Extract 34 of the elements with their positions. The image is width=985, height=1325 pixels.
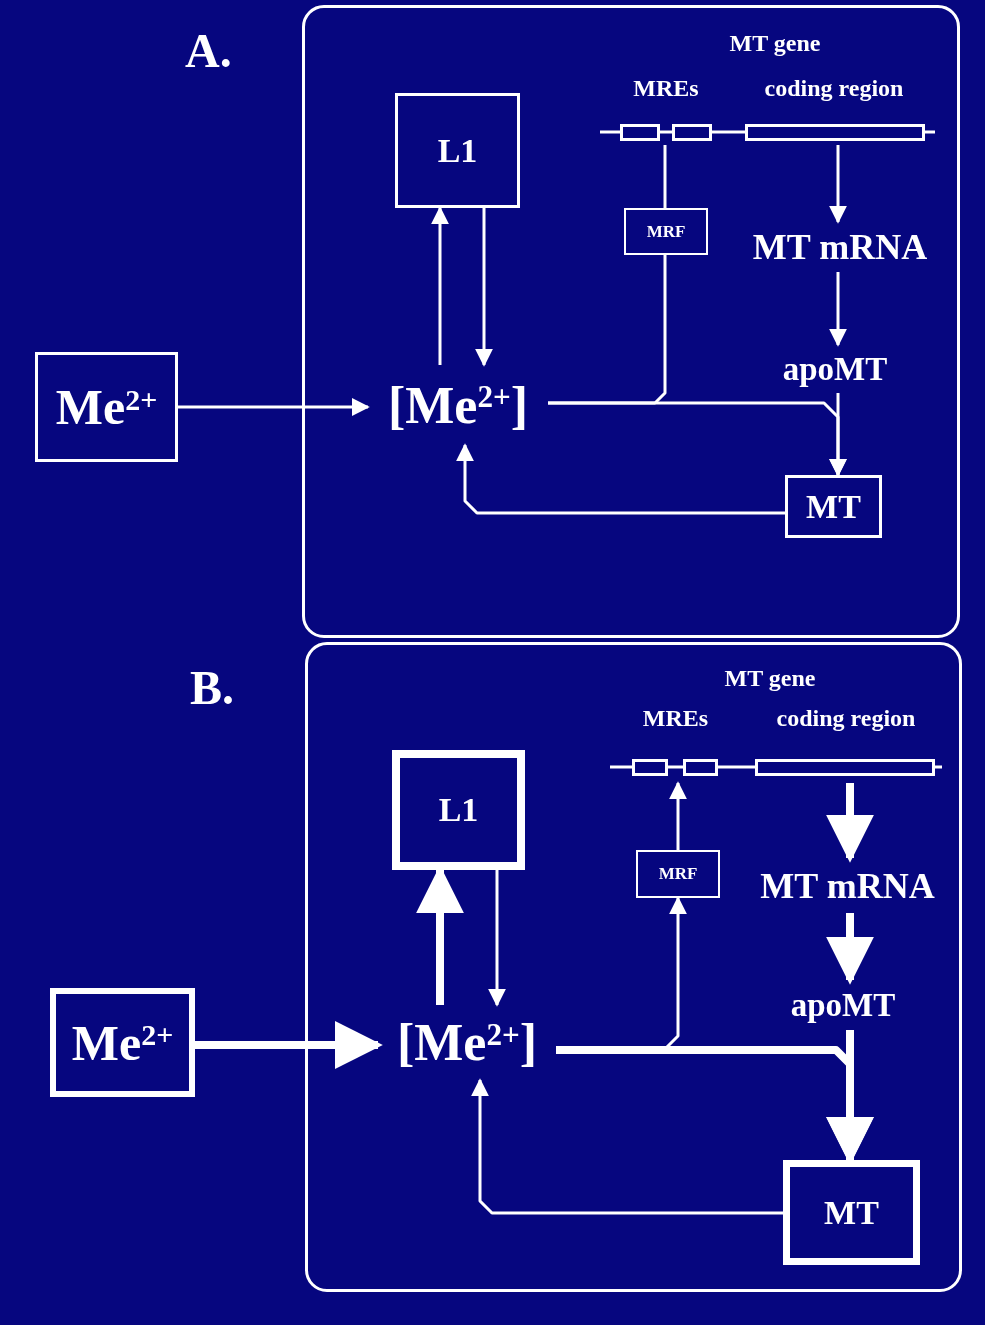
component-box: MT xyxy=(785,475,882,538)
arrow xyxy=(456,443,785,515)
gene-region-label: coding region xyxy=(763,75,905,102)
component-box: L1 xyxy=(395,93,520,208)
species-label: apoMT xyxy=(778,980,908,1030)
arrow xyxy=(178,398,370,416)
component-box: MT xyxy=(783,1160,920,1265)
connector-line xyxy=(663,145,667,208)
connector-line xyxy=(548,255,667,405)
species-label: MT mRNA xyxy=(745,858,950,913)
component-box: Me$^{2+}$ xyxy=(35,352,178,462)
species-label: [Me$^{2+}$] xyxy=(368,365,548,445)
panel-heading: B. xyxy=(190,660,234,715)
component-box: Me$^{2+}$ xyxy=(50,988,195,1097)
species-label: MT mRNA xyxy=(735,222,945,272)
arrow xyxy=(471,1078,783,1215)
gene-label: MT gene xyxy=(729,30,821,57)
arrow xyxy=(195,1021,383,1069)
gene-region-label: MREs xyxy=(641,705,710,732)
component-box: L1 xyxy=(392,750,525,870)
arrow xyxy=(475,208,493,367)
panel-heading: A. xyxy=(185,23,232,78)
arrow xyxy=(829,145,847,224)
species-label: apoMT xyxy=(770,345,900,393)
gene-region-label: coding region xyxy=(775,705,917,732)
component-box: MRF xyxy=(624,208,708,255)
arrow xyxy=(431,206,449,365)
gene-label: MT gene xyxy=(724,665,816,692)
species-label: [Me$^{2+}$] xyxy=(378,1005,556,1080)
gene-region-label: MREs xyxy=(632,75,700,102)
arrow xyxy=(669,781,687,850)
arrow xyxy=(829,272,847,347)
arrow xyxy=(488,870,506,1007)
component-box: MRF xyxy=(636,850,720,898)
